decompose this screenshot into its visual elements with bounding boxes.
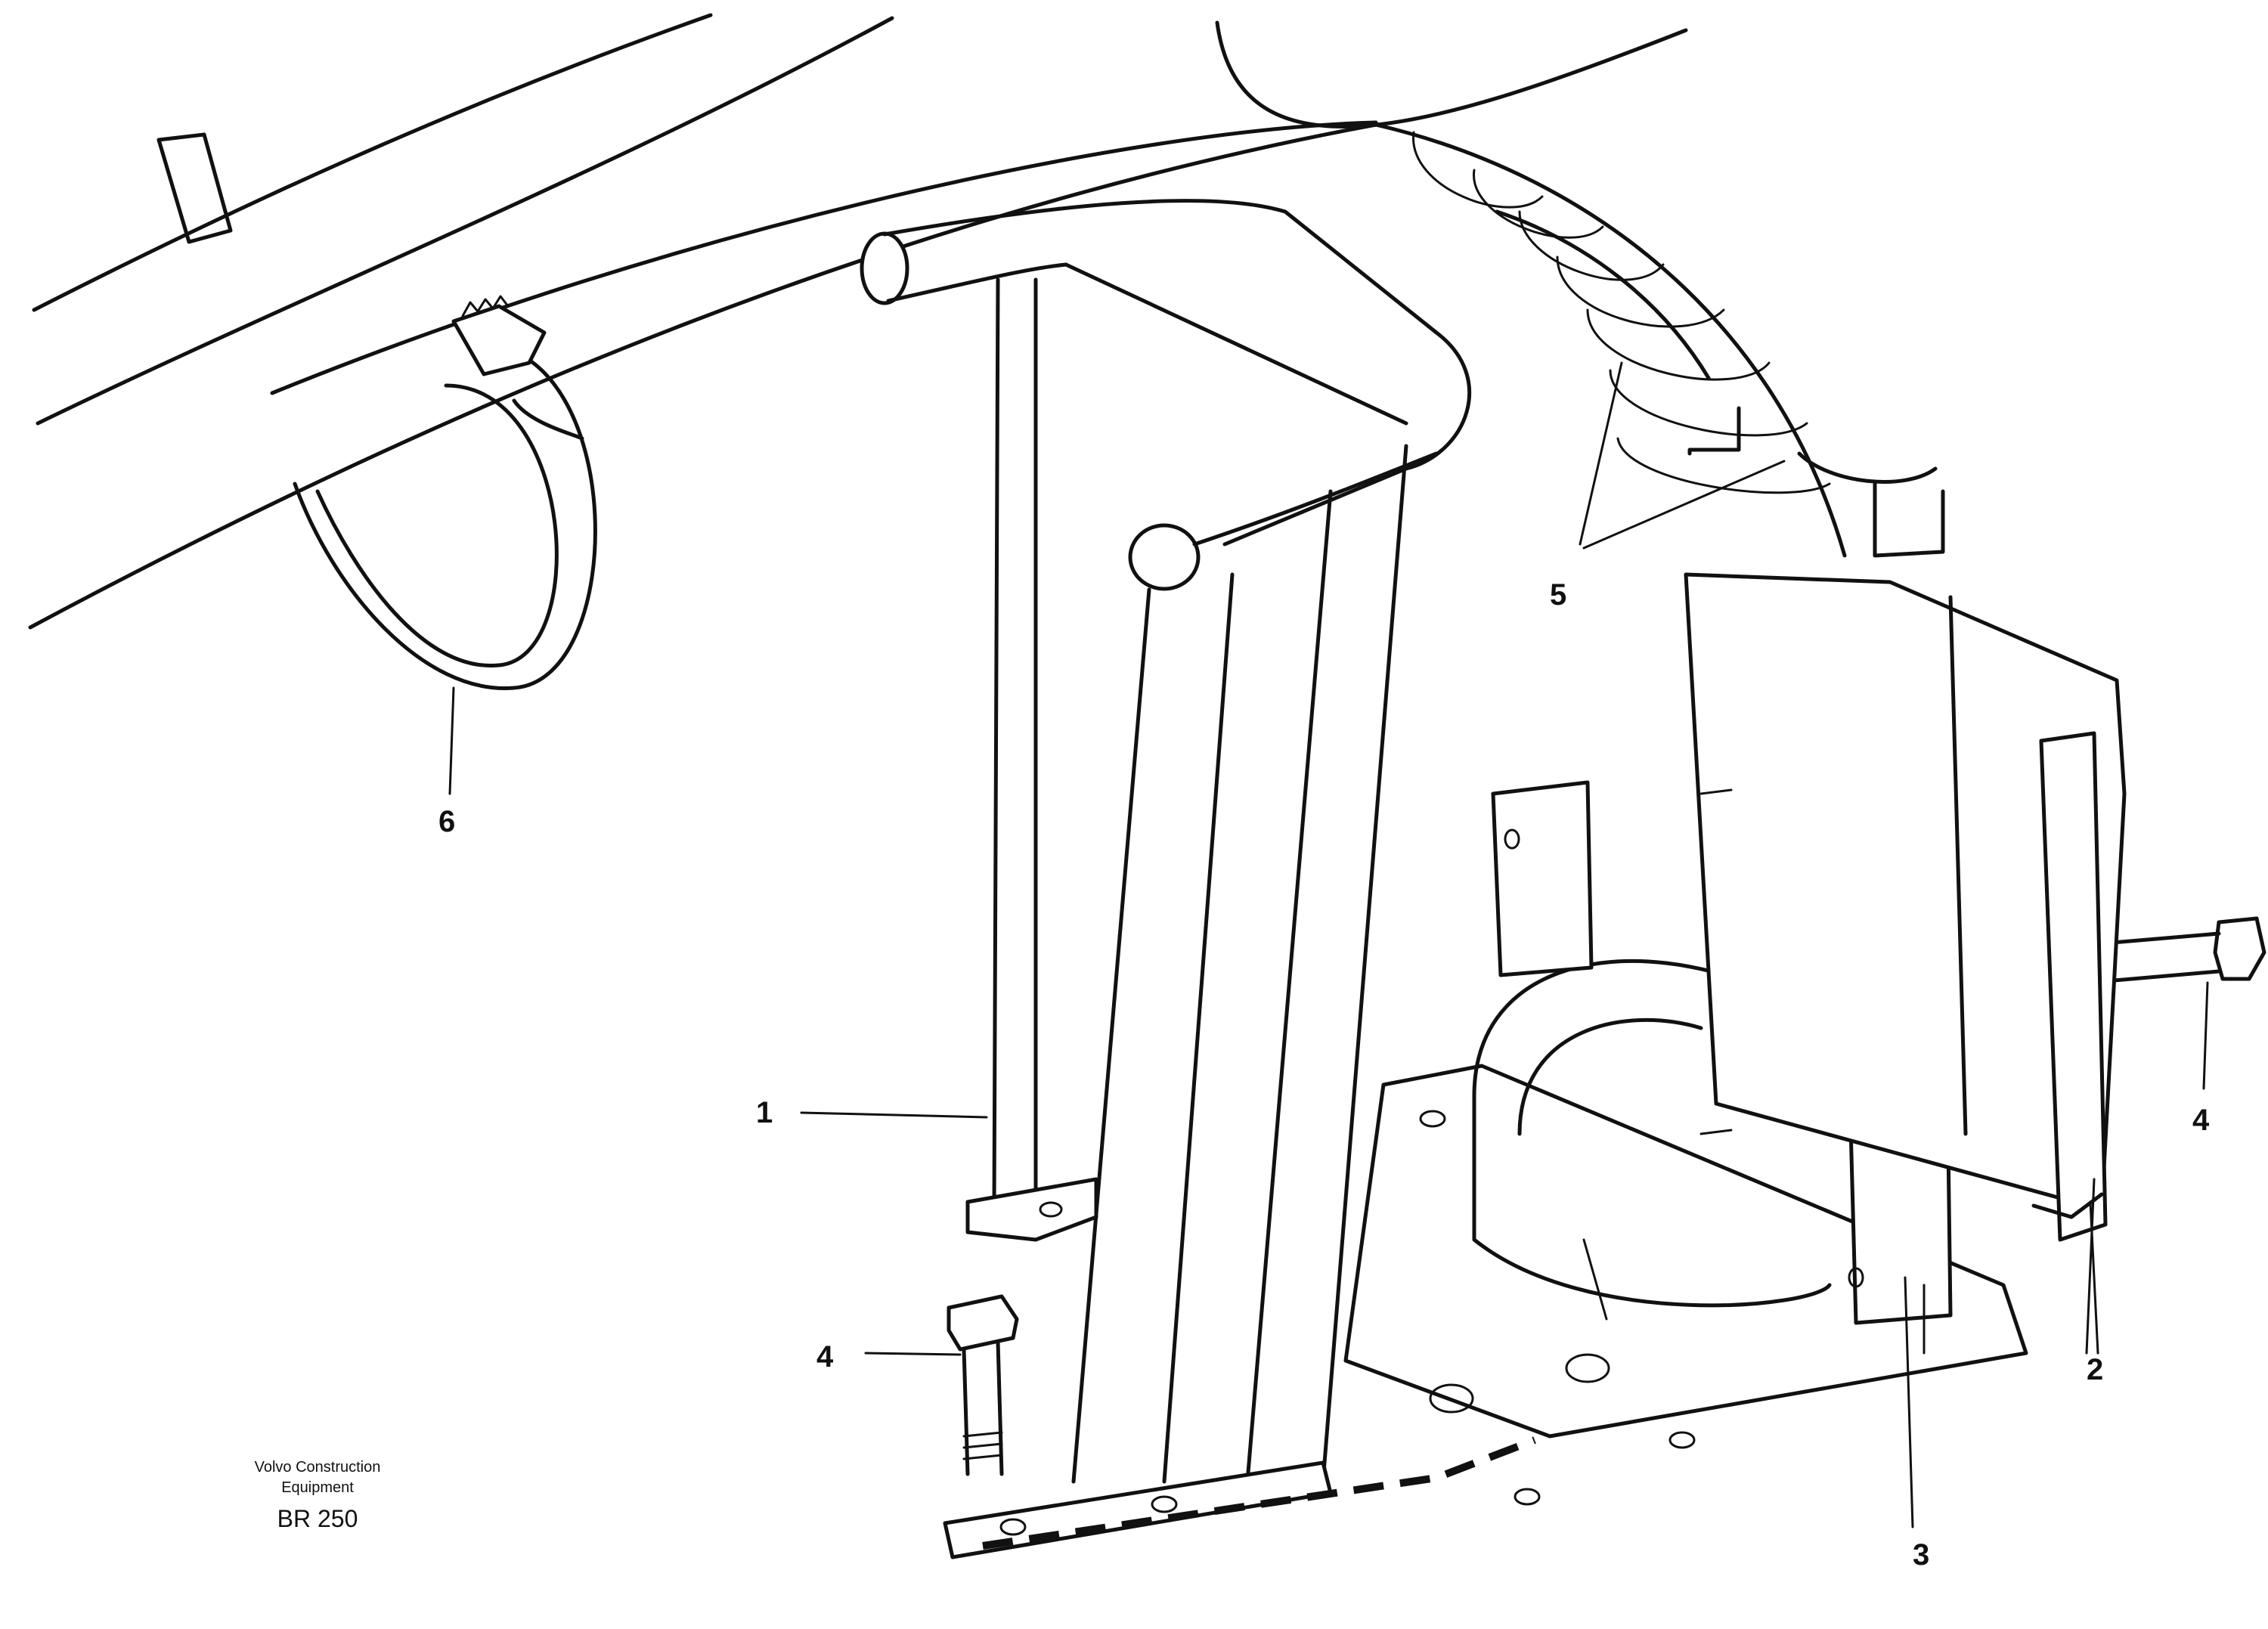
mounting-plate [1343, 1064, 2028, 1506]
dashed-reference-line [982, 1436, 1536, 1550]
guard-plate [1684, 572, 2127, 1242]
callout-3: 3 [1913, 1538, 1929, 1572]
callout-4-left: 4 [816, 1340, 834, 1374]
callout-5: 5 [1550, 578, 1566, 612]
hose-clamp [156, 132, 597, 690]
callout-6: 6 [438, 805, 455, 838]
callout-4-right: 4 [2192, 1104, 2210, 1137]
model-label: BR 250 [277, 1505, 358, 1532]
callout-1: 1 [756, 1096, 773, 1129]
corrugated-bellows [1215, 20, 1945, 558]
brand-line-2: Equipment [281, 1479, 354, 1496]
brand-line-1: Volvo Construction [255, 1459, 381, 1476]
callout-2: 2 [2087, 1353, 2103, 1386]
bolt-left [947, 1294, 1019, 1476]
leader-lines [448, 361, 2209, 1528]
